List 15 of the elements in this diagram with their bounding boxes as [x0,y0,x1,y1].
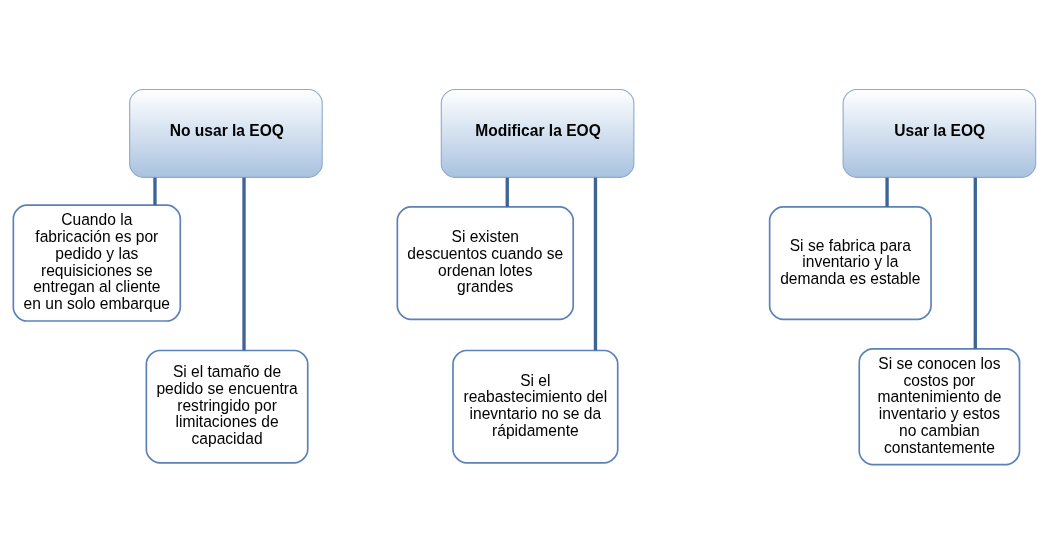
connector [593,177,598,350]
node-box: Si el tamaño de pedido se encuentra restringido por limitaciones de capacidad [145,349,309,464]
node-box: Cuando la fabricación es por pedido y las requisiciones se entregan al cliente en un solo embarque [12,203,182,322]
node-box: Usar la EOQ [842,88,1037,178]
connector [242,177,246,350]
node-box: No usar la EOQ [129,88,323,178]
node-box: Modificar la EOQ [440,88,635,178]
node-box: Si se fabrica para inventario y la demanda es estable [768,205,932,320]
connector [153,177,157,205]
node-box: Si el reabastecimiento del inevntario no se da rápidamente [452,349,619,464]
connector [505,177,509,207]
node-box: Si se conocen los costos por mantenimiento de inventario y estos no cambian constantemente [858,347,1021,465]
node-box: Si existen descuentos cuando se ordenan lotes grandes [396,205,575,320]
connector [973,177,977,349]
connector [885,177,889,207]
